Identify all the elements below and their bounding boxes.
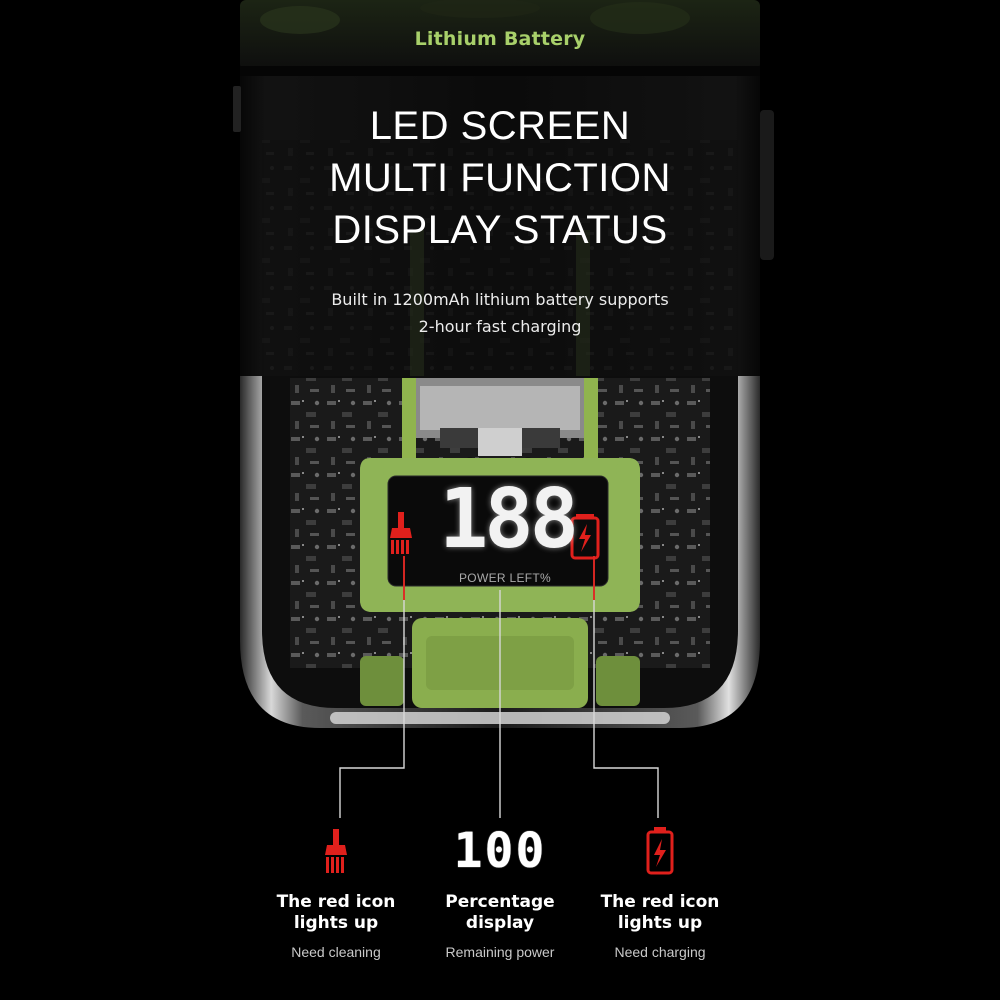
percentage-digits: 100 — [400, 820, 600, 882]
feature-title: The red icon lights up — [560, 892, 760, 934]
lcd-caption: POWER LEFT% — [459, 571, 551, 585]
feature-title-line-2: lights up — [293, 913, 379, 933]
lcd-battery-icon — [570, 514, 600, 560]
feature-title-line-2: display — [465, 913, 535, 933]
headline: LED SCREEN MULTI FUNCTION DISPLAY STATUS — [0, 100, 1000, 256]
brush-icon — [236, 820, 436, 882]
lcd-brush-icon — [390, 512, 412, 554]
feature-title-line-1: Percentage — [445, 892, 555, 912]
feature-percentage: 100 Percentage display Remaining power — [400, 820, 600, 960]
headline-line-3: DISPLAY STATUS — [332, 208, 668, 252]
lithium-battery-tag: Lithium Battery — [414, 28, 586, 50]
feature-title: The red icon lights up — [236, 892, 436, 934]
lcd-digits: 188 — [438, 472, 579, 567]
feature-charging: The red icon lights up Need charging — [560, 820, 760, 960]
feature-cleaning: The red icon lights up Need cleaning — [236, 820, 436, 960]
battery-charging-icon — [560, 820, 760, 882]
subtext-line-1: Built in 1200mAh lithium battery support… — [331, 290, 669, 309]
feature-title: Percentage display — [400, 892, 600, 934]
feature-title-line-2: lights up — [617, 913, 703, 933]
headline-line-1: LED SCREEN — [369, 104, 631, 148]
percentage-value: 100 — [453, 823, 547, 879]
subtext-line-2: 2-hour fast charging — [418, 317, 582, 336]
feature-desc: Need cleaning — [291, 944, 381, 960]
headline-line-2: MULTI FUNCTION — [329, 156, 671, 200]
battery-description: Built in 1200mAh lithium battery support… — [0, 286, 1000, 340]
feature-title-line-1: The red icon — [600, 892, 720, 912]
feature-desc: Need charging — [614, 944, 706, 960]
feature-desc: Remaining power — [445, 944, 555, 960]
feature-title-line-1: The red icon — [276, 892, 396, 912]
